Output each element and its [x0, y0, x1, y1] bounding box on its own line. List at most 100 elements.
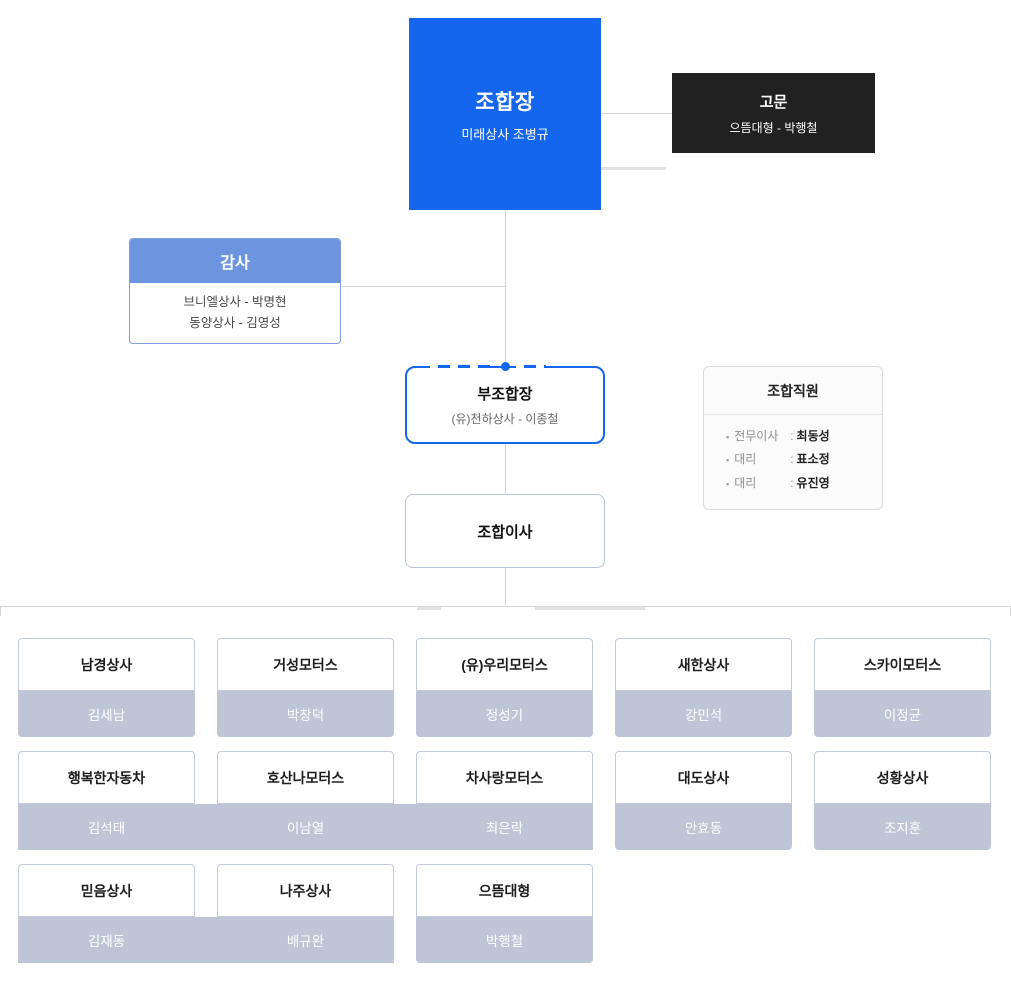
- member-card-company: 으뜸대형: [416, 864, 593, 917]
- connector-vice-director: [505, 444, 506, 494]
- member-card-company: 행복한자동차: [18, 751, 195, 804]
- node-vice-chairman[interactable]: 부조합장 (유)천하상사 - 이종철: [405, 366, 605, 444]
- member-card-company: 호산나모터스: [217, 751, 394, 804]
- member-card-company: 남경상사: [18, 638, 195, 691]
- staff-person: 최동성: [796, 429, 830, 443]
- member-card-person: 배규완: [286, 934, 325, 949]
- connector-bus-stub-b: [535, 607, 645, 610]
- member-card-person: 이정균: [814, 691, 991, 737]
- connector-bus-line: [0, 606, 1011, 607]
- staff-row: ▪ 대리 : 표소정: [726, 448, 882, 471]
- connector-director-bus: [505, 568, 506, 606]
- member-card-person: 강민석: [615, 691, 792, 737]
- staff-role: 전무이사: [734, 429, 779, 443]
- member-card-person: 김재동: [87, 934, 126, 949]
- member-card-person: 정성기: [416, 691, 593, 737]
- staff-colon: :: [790, 429, 794, 443]
- connector-chairman-advisor: [601, 113, 672, 114]
- staff-role: 대리: [734, 475, 757, 490]
- bullet-icon: ▪: [726, 455, 730, 466]
- member-card-person: 김석태: [87, 821, 126, 836]
- bullet-icon: ▪: [726, 432, 730, 442]
- member-group-bar: [18, 804, 593, 850]
- staff-row: ▪ 대리 : 유진영: [726, 472, 882, 495]
- connector-bus-left-stub: [0, 606, 1, 616]
- staff-person: 표소정: [796, 452, 830, 467]
- member-card-company: 거성모터스: [217, 638, 394, 691]
- member-card-person: 박창덕: [217, 691, 394, 737]
- member-card-company: 차사랑모터스: [416, 751, 593, 804]
- member-card-person: 최은락: [485, 821, 524, 836]
- member-card-company: 나주상사: [217, 864, 394, 917]
- staff-title: 조합직원: [704, 367, 882, 415]
- member-card-person: 이남열: [286, 821, 325, 836]
- member-card-company: 스카이모터스: [814, 638, 991, 691]
- vice-chairman-dash-left: [430, 365, 490, 368]
- auditor-members: 브니엘상사 - 박명현 동양상사 - 김영성: [130, 283, 340, 343]
- node-auditor[interactable]: 감사 브니엘상사 - 박명현 동양상사 - 김영성: [129, 238, 341, 344]
- staff-colon: :: [790, 452, 794, 467]
- chairman-subtitle: 미래상사 조병규: [461, 126, 549, 142]
- member-card-person: 조지훈: [814, 804, 991, 850]
- node-chairman[interactable]: 조합장 미래상사 조병규: [409, 18, 601, 210]
- staff-person: 유진영: [796, 475, 830, 490]
- auditor-member: 브니엘상사 - 박명현: [183, 294, 287, 309]
- chairman-title: 조합장: [475, 90, 535, 114]
- advisor-subtitle: 으뜸대형 - 박행철: [729, 120, 818, 135]
- vice-chairman-subtitle: (유)천하상사 - 이종철: [451, 412, 559, 426]
- node-staff[interactable]: 조합직원 ▪ 전무이사 : 최동성 ▪ 대리 : 표소정 ▪ 대리 : 유진영: [703, 366, 883, 510]
- node-advisor[interactable]: 고문 으뜸대형 - 박행철: [672, 73, 875, 153]
- member-card-person: 박행철: [416, 917, 593, 963]
- staff-role: 대리: [734, 452, 757, 467]
- staff-colon: :: [790, 475, 794, 490]
- member-card-person: 김세남: [18, 691, 195, 737]
- bullet-icon: ▪: [726, 478, 730, 489]
- member-card-company: 믿음상사: [18, 864, 195, 917]
- vice-chairman-title: 부조합장: [477, 386, 533, 403]
- member-card-company: 성황상사: [814, 751, 991, 804]
- staff-list: ▪ 전무이사 : 최동성 ▪ 대리 : 표소정 ▪ 대리 : 유진영: [704, 415, 882, 495]
- connector-chairman-stub: [601, 167, 666, 170]
- director-title: 조합이사: [477, 523, 533, 541]
- auditor-member: 동양상사 - 김영성: [189, 316, 281, 330]
- member-card-person: 안효동: [615, 804, 792, 850]
- member-group-bar: [18, 917, 394, 963]
- member-card-company: 대도상사: [615, 751, 792, 804]
- advisor-title: 고문: [759, 93, 788, 111]
- node-director[interactable]: 조합이사: [405, 494, 605, 568]
- connector-auditor-trunk: [341, 286, 506, 287]
- connector-chairman-down: [505, 210, 506, 366]
- staff-row: ▪ 전무이사 : 최동성: [726, 425, 882, 448]
- vice-chairman-node-dot: [501, 362, 510, 371]
- vice-chairman-dash-right: [516, 365, 546, 368]
- connector-bus-stub-a: [417, 607, 441, 610]
- member-card-company: 새한상사: [615, 638, 792, 691]
